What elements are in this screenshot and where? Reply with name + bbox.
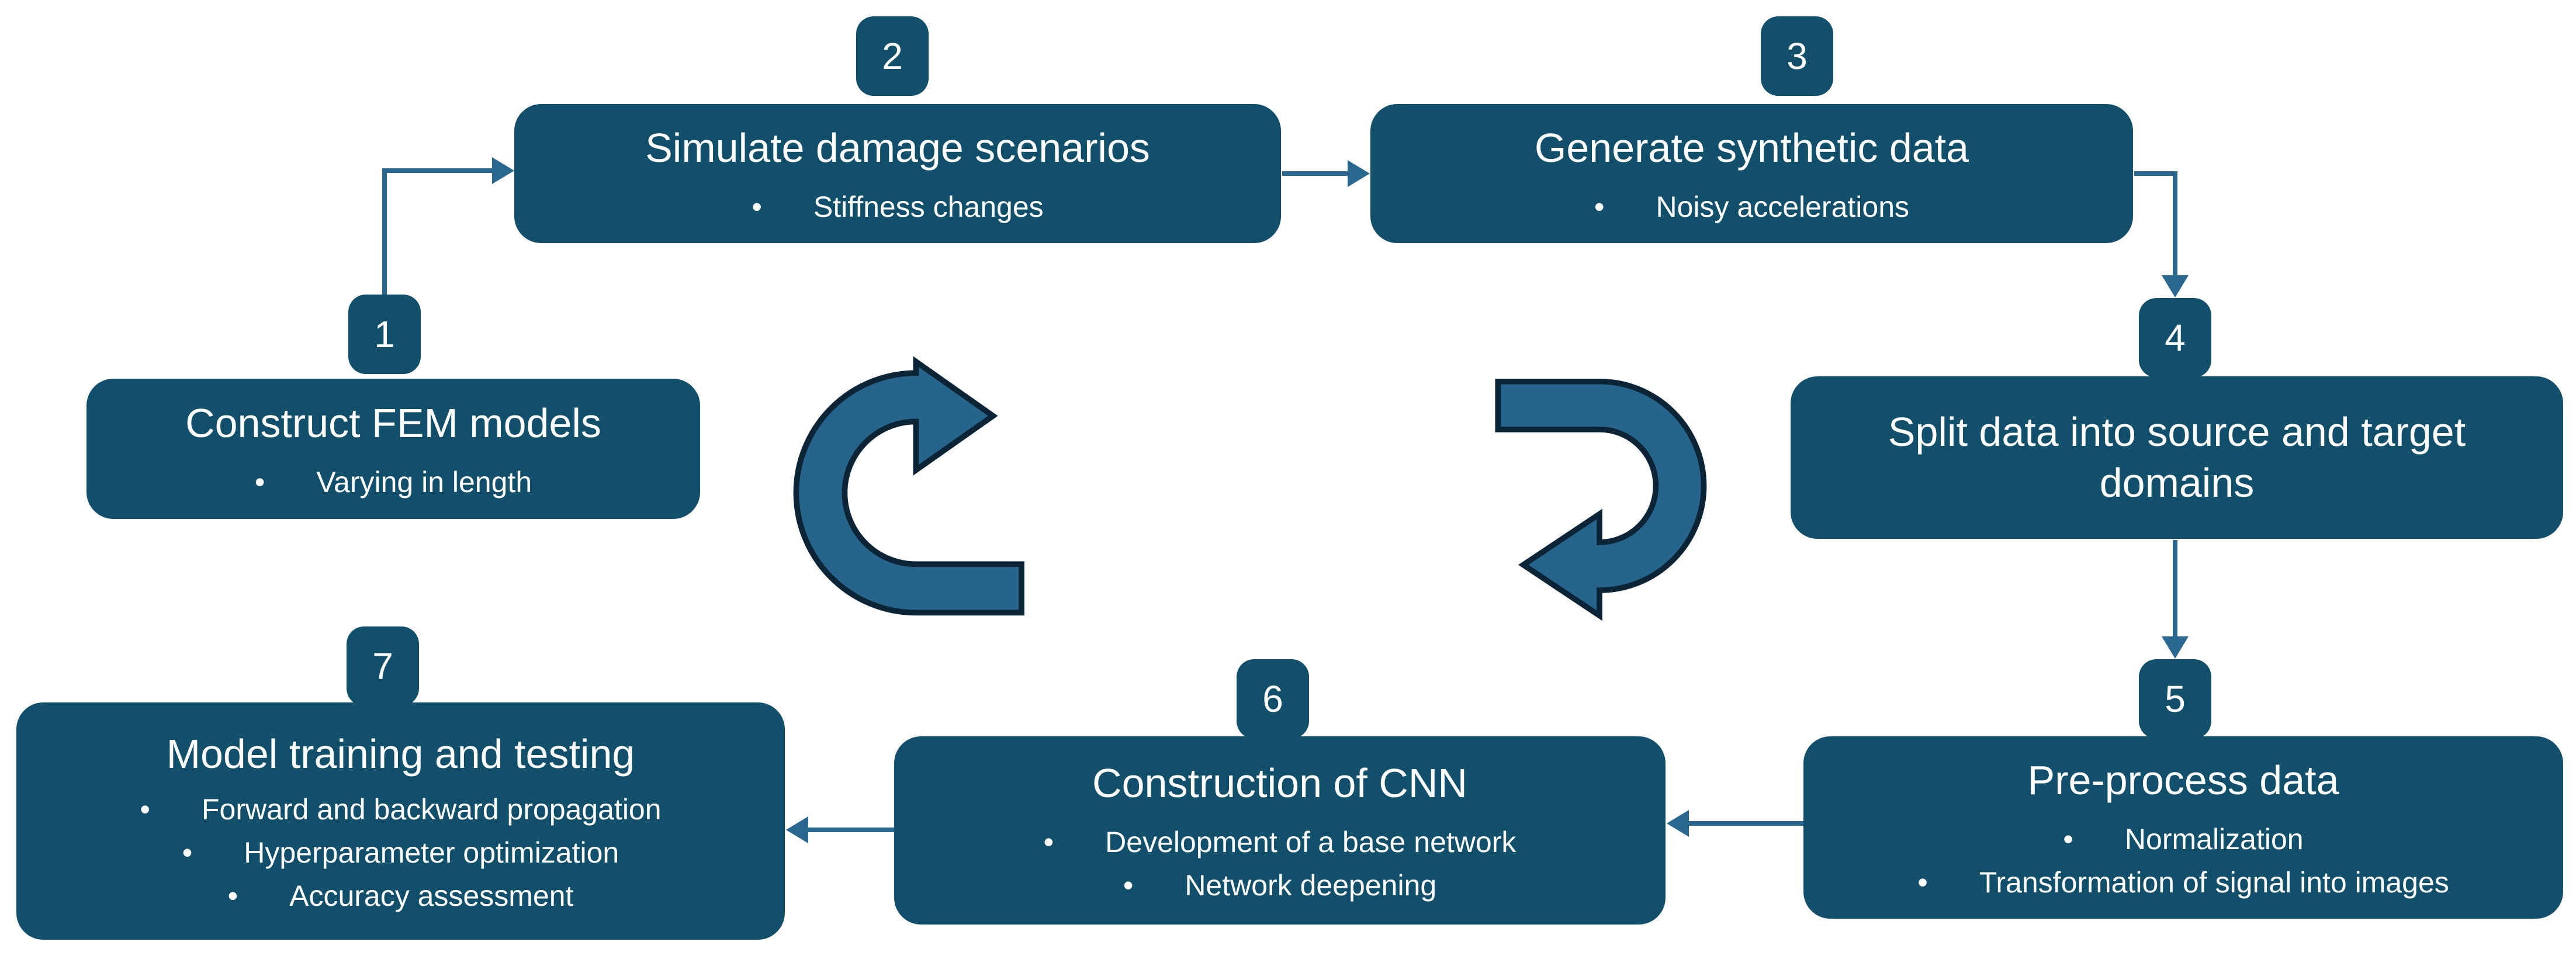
step-badge-7: 7: [347, 626, 419, 706]
bullet-item: Network deepening: [1123, 868, 1436, 903]
bullet-dot: [2063, 822, 2073, 857]
bullet-dot: [752, 189, 762, 224]
step-number: 2: [882, 35, 903, 77]
step-box-model-training-testing: Model training and testing Forward and b…: [16, 702, 785, 940]
arrowhead-into-step3-icon: [1348, 160, 1370, 187]
arrowhead-into-step2-icon: [492, 157, 514, 184]
bullet-dot: [140, 792, 150, 827]
bullet-list: Normalization Transformation of signal i…: [1917, 822, 2449, 900]
step-box-construct-fem-models: Construct FEM models Varying in length: [86, 379, 700, 519]
bullet-text: Noisy accelerations: [1656, 190, 1910, 223]
bullet-dot: [1917, 865, 1928, 900]
step-title: Simulate damage scenarios: [645, 125, 1150, 171]
step-title: Model training and testing: [166, 731, 635, 777]
arrowhead-into-step5-icon: [2162, 636, 2189, 659]
bullet-list: Noisy accelerations: [1594, 189, 1909, 224]
connector-step6-to-step7: [808, 828, 894, 832]
bullet-dot: [228, 878, 238, 913]
bullet-item: Transformation of signal into images: [1917, 865, 2449, 900]
connector-step2-to-step3: [1282, 171, 1349, 176]
bullet-item: Forward and backward propagation: [140, 792, 662, 827]
step-box-simulate-damage-scenarios: Simulate damage scenarios Stiffness chan…: [514, 104, 1281, 243]
step-title: Pre-process data: [2027, 757, 2339, 804]
bullet-item: Normalization: [2063, 822, 2304, 857]
bullet-item: Varying in length: [255, 465, 532, 500]
bullet-text: Hyperparameter optimization: [244, 836, 619, 869]
step-box-construction-of-cnn: Construction of CNN Development of a bas…: [894, 736, 1666, 925]
bullet-text: Stiffness changes: [813, 190, 1044, 223]
bullet-text: Normalization: [2124, 822, 2304, 856]
bullet-item: Noisy accelerations: [1594, 189, 1909, 224]
bullet-list: Varying in length: [255, 465, 532, 500]
connector-step4-to-step5: [2173, 540, 2177, 637]
connector-step5-to-step6: [1689, 821, 1803, 826]
step-badge-4: 4: [2139, 298, 2211, 378]
arrowhead-into-step6-icon: [1667, 810, 1689, 837]
step-number: 6: [1262, 678, 1283, 720]
bullet-item: Development of a base network: [1044, 825, 1516, 860]
step-badge-1: 1: [348, 295, 421, 374]
connector-step3-to-step4-horizontal: [2134, 171, 2177, 176]
arrowhead-into-step4-icon: [2162, 275, 2189, 297]
step-number: 1: [374, 313, 395, 355]
arrowhead-into-step7-icon: [786, 816, 808, 843]
bullet-dot: [182, 835, 193, 870]
step-box-generate-synthetic-data: Generate synthetic data Noisy accelerati…: [1370, 104, 2133, 243]
bullet-dot: [255, 465, 265, 500]
bullet-text: Varying in length: [316, 465, 532, 498]
connector-step1-to-step2-horizontal: [382, 168, 493, 173]
step-badge-5: 5: [2139, 659, 2211, 739]
counterclockwise-loop-arrow-icon: [1495, 379, 1707, 621]
bullet-list: Development of a base network Network de…: [1044, 825, 1516, 903]
step-title: Construct FEM models: [185, 400, 601, 446]
step-box-preprocess-data: Pre-process data Normalization Transform…: [1803, 736, 2563, 919]
bullet-dot: [1044, 825, 1054, 860]
step-number: 4: [2165, 317, 2186, 359]
step-number: 3: [1786, 35, 1808, 77]
bullet-text: Forward and backward propagation: [201, 792, 662, 826]
bullet-text: Accuracy assessment: [289, 879, 574, 912]
step-title: Generate synthetic data: [1534, 125, 1969, 171]
step-badge-3: 3: [1761, 16, 1833, 96]
bullet-list: Stiffness changes: [752, 189, 1044, 224]
bullet-item: Hyperparameter optimization: [182, 835, 619, 870]
bullet-text: Transformation of signal into images: [1979, 865, 2449, 899]
step-title: Split data into source and target domain…: [1888, 408, 2477, 506]
step-title: Construction of CNN: [1092, 760, 1467, 806]
step-badge-2: 2: [856, 16, 929, 96]
connector-step1-to-step2-vertical: [382, 168, 387, 295]
bullet-text: Development of a base network: [1105, 825, 1516, 858]
bullet-item: Stiffness changes: [752, 189, 1044, 224]
bullet-list: Forward and backward propagation Hyperpa…: [140, 792, 662, 913]
step-number: 5: [2165, 678, 2186, 720]
step-box-split-data-domains: Split data into source and target domain…: [1791, 376, 2563, 539]
connector-step3-to-step4-vertical: [2173, 171, 2177, 276]
bullet-dot: [1123, 868, 1134, 903]
bullet-item: Accuracy assessment: [228, 878, 574, 913]
step-number: 7: [372, 645, 393, 687]
step-badge-6: 6: [1237, 659, 1309, 739]
bullet-dot: [1594, 189, 1605, 224]
bullet-text: Network deepening: [1185, 868, 1437, 902]
clockwise-loop-arrow-icon: [793, 356, 1024, 616]
